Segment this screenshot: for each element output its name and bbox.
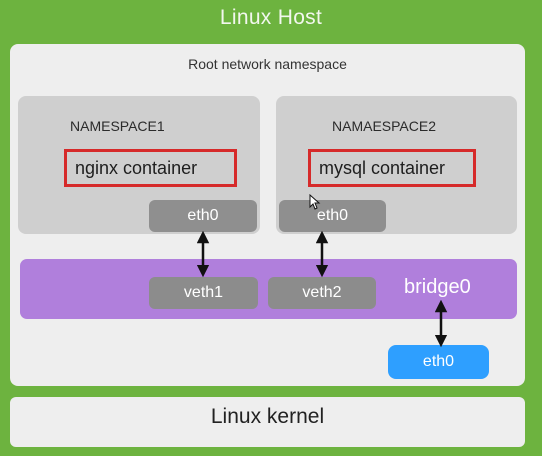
root-namespace-label: Root network namespace <box>188 56 347 72</box>
namespace-2-eth0: eth0 <box>279 200 386 232</box>
host-eth0: eth0 <box>388 345 489 379</box>
kernel-label: Linux kernel <box>210 405 325 428</box>
veth2: veth2 <box>268 277 376 309</box>
mysql-container: mysql container <box>308 149 476 187</box>
veth1: veth1 <box>149 277 258 309</box>
bridge-label: bridge0 <box>404 276 471 298</box>
mouse-cursor-icon <box>309 194 321 210</box>
namespace-1: NAMESPACE1 nginx container <box>18 96 260 234</box>
namespace-1-label: NAMESPACE1 <box>70 118 165 134</box>
root-network-namespace: Root network namespace NAMESPACE1 nginx … <box>10 44 525 386</box>
host-title: Linux Host <box>219 6 323 29</box>
namespace-2-label: NAMAESPACE2 <box>332 118 436 134</box>
linux-kernel: Linux kernel <box>10 397 525 447</box>
nginx-container: nginx container <box>64 149 237 187</box>
namespace-1-eth0: eth0 <box>149 200 257 232</box>
